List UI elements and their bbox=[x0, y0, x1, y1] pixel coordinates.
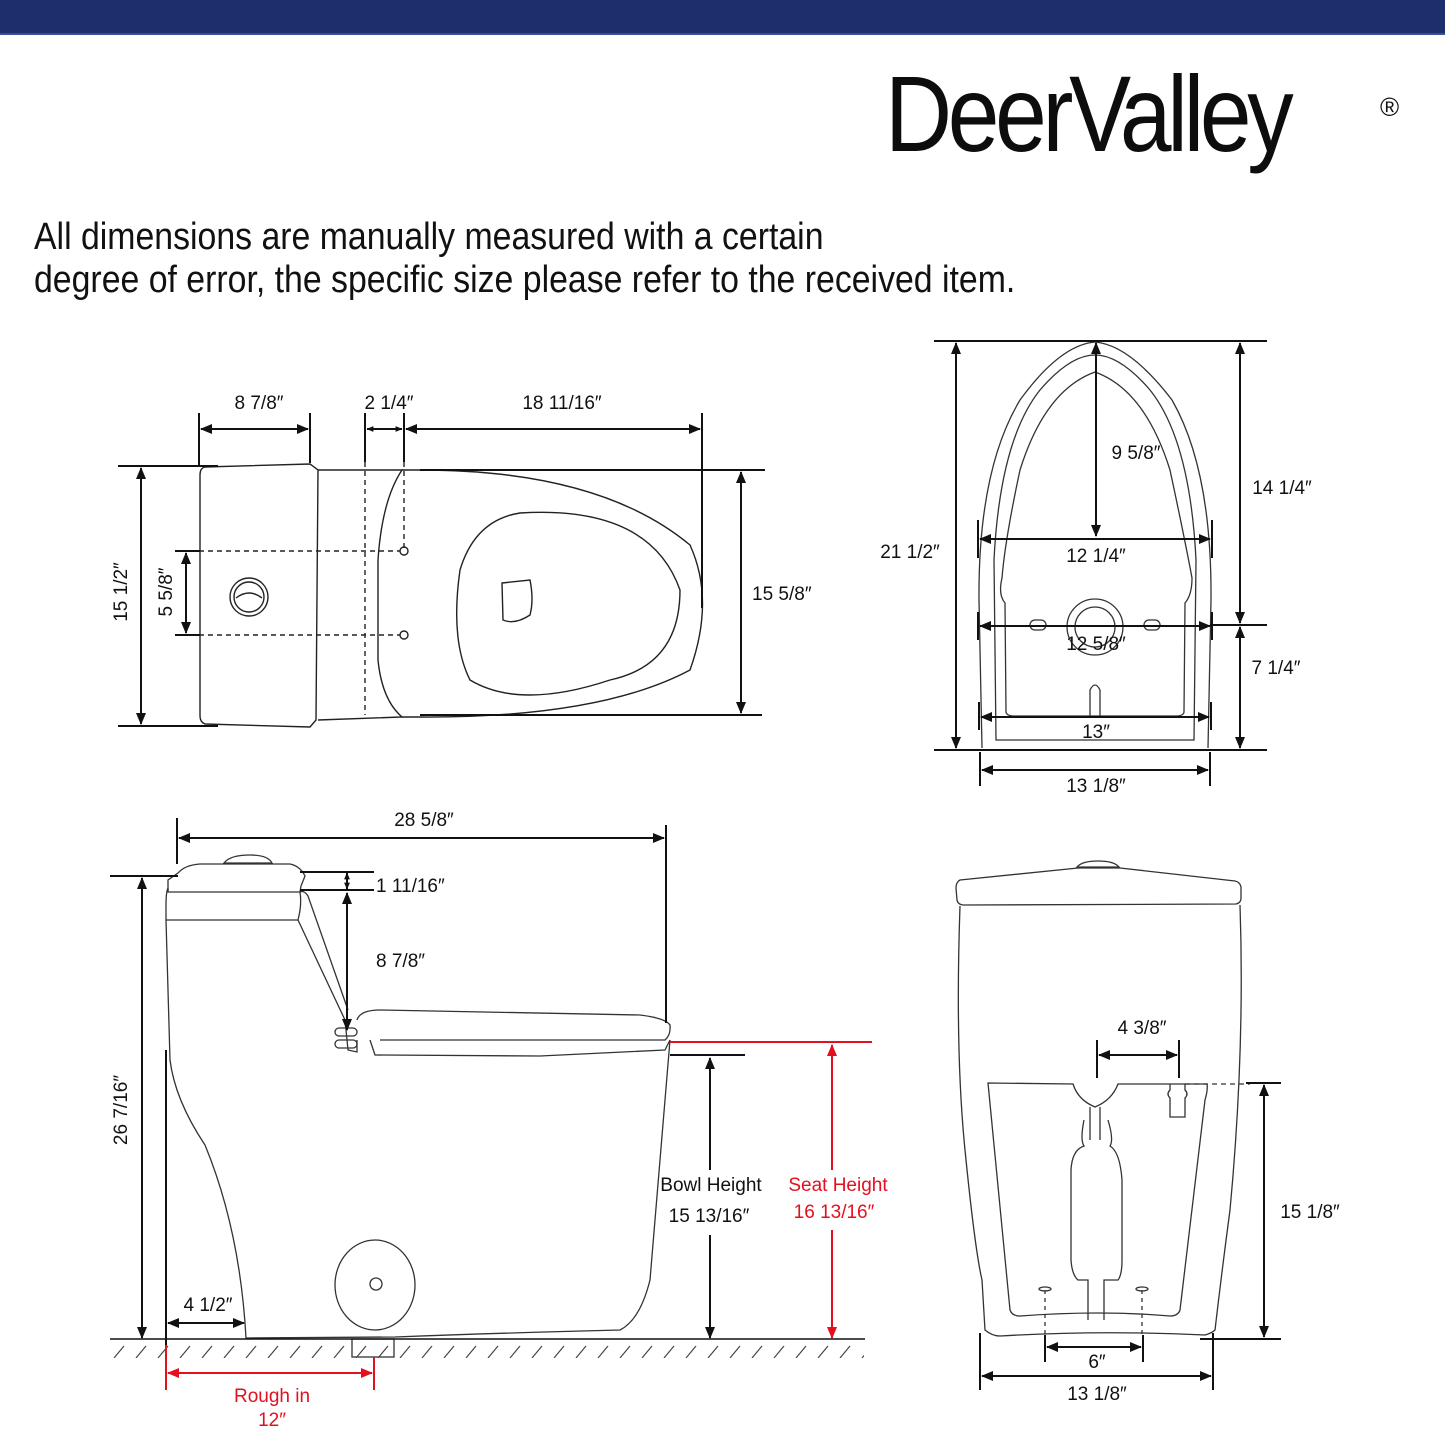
bowl-height-label: Bowl Height bbox=[660, 1175, 762, 1196]
dim-width-base: 13 1/8″ bbox=[1066, 776, 1126, 797]
dim-width-upper: 12 1/4″ bbox=[1066, 546, 1126, 567]
dim-wall-gap: 4 1/2″ bbox=[184, 1295, 233, 1316]
dim-overall-height: 26 7/16″ bbox=[111, 1075, 132, 1145]
registered-trademark: ® bbox=[1380, 92, 1400, 122]
top-view-dimensions bbox=[118, 413, 765, 727]
dim-width-lower: 13″ bbox=[1082, 722, 1110, 743]
header-bar-underline bbox=[0, 33, 1445, 35]
side-view bbox=[165, 854, 671, 1358]
floor-hatch bbox=[112, 1340, 864, 1358]
back-view bbox=[955, 860, 1250, 1337]
bowl-height-value: 15 13/16″ bbox=[669, 1206, 750, 1227]
dim-tank-width: 15 1/2″ bbox=[111, 562, 132, 622]
side-view-dimensions bbox=[110, 818, 865, 1390]
seat-height-label: Seat Height bbox=[788, 1175, 888, 1196]
dim-base-width-back: 13 1/8″ bbox=[1067, 1384, 1127, 1405]
dim-supply-height: 15 1/8″ bbox=[1280, 1202, 1340, 1223]
disclaimer-text: All dimensions are manually measured wit… bbox=[34, 216, 1015, 302]
dim-bolts-to-back: 7 1/4″ bbox=[1252, 658, 1301, 679]
dim-overall-length-side: 28 5/8″ bbox=[394, 810, 454, 831]
dim-bowl-length: 18 11/16″ bbox=[522, 393, 602, 414]
back-view-dimensions bbox=[979, 1040, 1281, 1390]
dim-bolt-spacing: 5 5/8″ bbox=[156, 567, 177, 616]
dim-front-to-center: 9 5/8″ bbox=[1112, 443, 1161, 464]
dim-tank-depth: 8 7/8″ bbox=[235, 393, 284, 414]
disclaimer-line-2: degree of error, the specific size pleas… bbox=[34, 259, 1016, 301]
rough-in-value: 12″ bbox=[258, 1410, 286, 1431]
dim-bolt-spacing-back: 6″ bbox=[1088, 1352, 1106, 1373]
dim-overall-length-bowl: 21 1/2″ bbox=[880, 542, 940, 563]
side-view-red-dimensions bbox=[165, 1041, 872, 1390]
dim-supply-offset: 4 3/8″ bbox=[1118, 1018, 1167, 1039]
bowl-view-dimensions bbox=[934, 340, 1267, 786]
brand-logo: DeerValley bbox=[885, 53, 1294, 174]
dim-front-to-bolts: 14 1/4″ bbox=[1252, 478, 1312, 499]
dim-bowl-width: 15 5/8″ bbox=[752, 584, 812, 605]
seat-height-value: 16 13/16″ bbox=[794, 1202, 875, 1223]
top-view bbox=[199, 462, 704, 728]
dim-width-mid: 12 5/8″ bbox=[1066, 634, 1126, 655]
dim-gap: 2 1/4″ bbox=[365, 393, 414, 414]
rough-in-label: Rough in bbox=[234, 1386, 310, 1407]
dim-tank-to-seat: 8 7/8″ bbox=[376, 951, 425, 972]
disclaimer-line-1: All dimensions are manually measured wit… bbox=[34, 216, 824, 258]
header-bar bbox=[0, 0, 1445, 33]
dim-lid-thickness: 1 11/16″ bbox=[376, 876, 445, 897]
